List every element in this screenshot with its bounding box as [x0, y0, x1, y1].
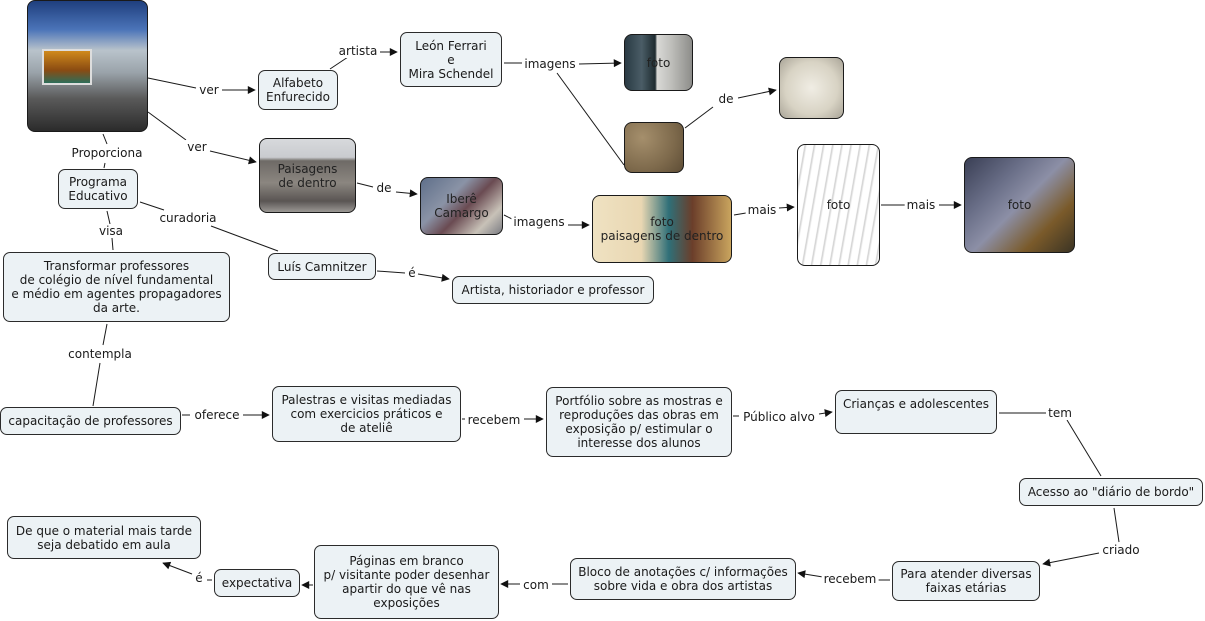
- link-label-curadoria[interactable]: curadoria: [157, 211, 219, 225]
- link-line: [106, 210, 111, 225]
- link-line: [147, 77, 197, 89]
- concept-capacitacao-professores[interactable]: capacitação de professores: [0, 407, 181, 435]
- concept-alfabeto-enfurecido[interactable]: Alfabeto Enfurecido: [258, 70, 338, 110]
- concept-criancas-adolescentes[interactable]: Crianças e adolescentes: [835, 390, 997, 434]
- link-line: [210, 225, 279, 252]
- link-line: [778, 203, 795, 212]
- link-line: [111, 237, 114, 251]
- image-node-building[interactable]: [27, 0, 148, 132]
- link-label-oferece[interactable]: oferece: [192, 408, 242, 422]
- image-node-paisagens[interactable]: Paisagens de dentro: [259, 138, 356, 213]
- link-label-ver[interactable]: ver: [185, 140, 209, 154]
- link-line: [797, 570, 824, 579]
- link-label-com[interactable]: com: [521, 578, 551, 592]
- link-line: [1042, 552, 1100, 567]
- link-line: [209, 150, 257, 165]
- link-label-de[interactable]: de: [716, 92, 736, 106]
- link-label-mais[interactable]: mais: [745, 203, 779, 217]
- building-window-image: [42, 49, 92, 85]
- image-node-paisagens-foto[interactable]: foto paisagens de dentro: [592, 195, 732, 263]
- concept-de-que-material[interactable]: De que o material mais tarde seja debati…: [7, 516, 201, 559]
- concept-paginas-branco[interactable]: Páginas em branco p/ visitante poder des…: [314, 545, 499, 619]
- link-label-criado[interactable]: criado: [1100, 543, 1142, 557]
- concept-portfolio[interactable]: Portfólio sobre as mostras e reproduções…: [546, 387, 732, 457]
- link-line: [376, 270, 406, 274]
- link-line: [395, 189, 418, 198]
- image-node-schendel[interactable]: [779, 57, 844, 119]
- concept-expectativa[interactable]: expectativa: [214, 569, 300, 597]
- link-label-imagens[interactable]: imagens: [522, 57, 578, 71]
- concept-transformar-professores[interactable]: Transformar professores de colégio de ní…: [3, 252, 230, 322]
- link-line: [147, 111, 187, 141]
- link-line: [818, 409, 833, 418]
- concept-bloco-anotacoes[interactable]: Bloco de anotações c/ informações sobre …: [570, 558, 796, 600]
- link-line: [578, 59, 622, 68]
- link-label-visa[interactable]: visa: [96, 224, 126, 238]
- link-label-imagens[interactable]: imagens: [511, 215, 567, 229]
- link-line: [102, 133, 108, 145]
- link-line: [1066, 419, 1102, 477]
- link-label-mais[interactable]: mais: [904, 198, 938, 212]
- link-line: [329, 56, 349, 70]
- concept-palestras-visitas[interactable]: Palestras e visitas mediadas com exercic…: [272, 386, 461, 442]
- link-line: [737, 87, 777, 99]
- link-line: [417, 273, 450, 282]
- concept-artista-historiador-professor[interactable]: Artista, historiador e professor: [452, 276, 654, 304]
- image-node-texture[interactable]: [624, 122, 684, 173]
- image-node-painting[interactable]: foto: [964, 157, 1075, 253]
- link-line: [733, 212, 747, 216]
- link-label-ver[interactable]: ver: [197, 83, 221, 97]
- link-label-recebem[interactable]: recebem: [821, 572, 879, 586]
- link-line: [139, 201, 165, 211]
- image-node-sketch[interactable]: foto: [797, 144, 880, 266]
- concept-leon-ferrari-mira-schendel[interactable]: León Ferrari e Mira Schendel: [400, 32, 502, 87]
- image-node-ibere[interactable]: Iberê Camargo: [420, 177, 503, 235]
- image-node-ferrari-foto[interactable]: foto: [624, 34, 693, 91]
- link-line: [162, 561, 193, 575]
- link-label-publico-alvo[interactable]: Público alvo: [741, 410, 817, 424]
- link-label-de[interactable]: de: [374, 181, 394, 195]
- link-label-e[interactable]: é: [193, 571, 205, 585]
- link-line: [92, 362, 101, 407]
- link-line: [356, 182, 374, 188]
- link-line: [556, 72, 625, 166]
- concept-luis-camnitzer[interactable]: Luís Camnitzer: [268, 253, 376, 280]
- link-label-e[interactable]: é: [406, 266, 418, 280]
- link-line: [1113, 507, 1120, 543]
- link-label-tem[interactable]: tem: [1046, 406, 1074, 420]
- link-label-recebem[interactable]: recebem: [465, 413, 523, 427]
- link-line: [103, 162, 106, 169]
- concept-programa-educativo[interactable]: Programa Educativo: [58, 169, 138, 209]
- link-line: [102, 323, 108, 346]
- link-line: [684, 106, 714, 129]
- concept-para-atender-faixas[interactable]: Para atender diversas faixas etárias: [892, 561, 1040, 601]
- link-line: [503, 214, 513, 220]
- concept-acesso-diario-bordo[interactable]: Acesso ao "diário de bordo": [1019, 478, 1203, 506]
- link-label-proporciona[interactable]: Proporciona: [69, 146, 145, 160]
- link-label-contempla[interactable]: contempla: [66, 347, 134, 361]
- link-label-artista[interactable]: artista: [336, 44, 380, 58]
